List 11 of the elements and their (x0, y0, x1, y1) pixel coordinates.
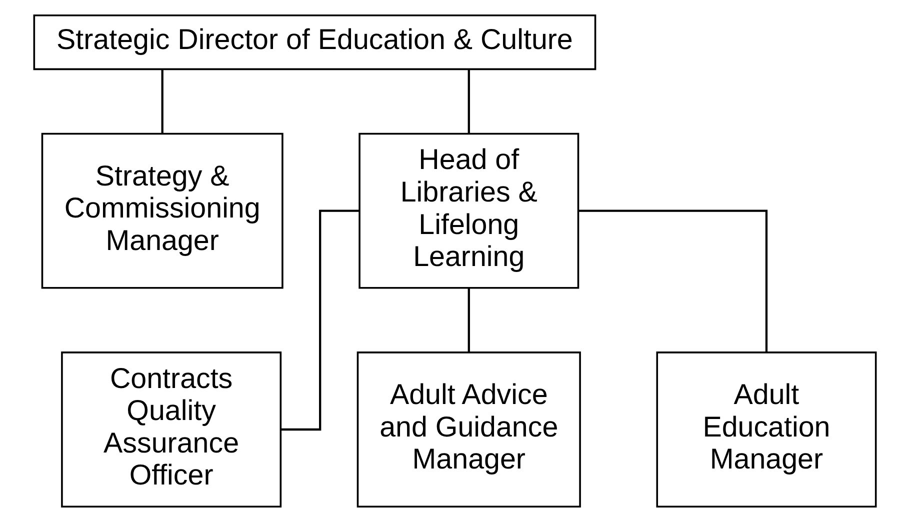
connector (578, 210, 768, 352)
connector (467, 69, 470, 134)
connector (160, 69, 163, 134)
connector (280, 210, 359, 431)
node-box: Strategic Director of Education & Culture (32, 14, 596, 70)
node-box: Strategy & Commissioning Manager (40, 132, 283, 289)
node-box: Contracts Quality Assurance Officer (60, 352, 282, 508)
node-box: Head of Libraries & Lifelong Learning (358, 132, 579, 289)
connector (467, 288, 470, 352)
node-box: Adult Advice and Guidance Manager (356, 352, 580, 508)
node-box: Adult Education Manager (656, 352, 876, 508)
